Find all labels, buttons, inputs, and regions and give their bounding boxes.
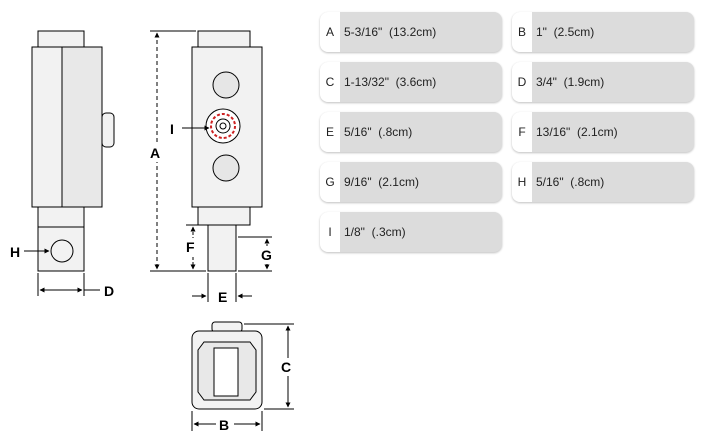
spec-card-e: E 5/16" (.8cm) — [320, 112, 502, 152]
label-f: F — [186, 239, 195, 255]
spec-letter: E — [320, 112, 340, 152]
spec-value: 13/16" (2.1cm) — [536, 125, 618, 139]
label-a: A — [150, 145, 160, 161]
side-view — [31, 30, 115, 272]
spec-letter: G — [320, 162, 340, 202]
dim-e: E — [192, 273, 252, 305]
spec-card-b: B 1" (2.5cm) — [512, 12, 694, 52]
side-view-knob — [101, 112, 115, 148]
spec-value: 3/4" (1.9cm) — [536, 75, 605, 89]
label-h: H — [10, 244, 20, 260]
side-view-port — [50, 239, 74, 263]
label-e: E — [218, 289, 227, 305]
spec-grid: A 5-3/16" (13.2cm) B 1" (2.5cm) C 1-13/3… — [320, 12, 694, 252]
spec-value: 9/16" (2.1cm) — [344, 175, 419, 189]
spec-letter: C — [320, 62, 340, 102]
front-view-collar — [197, 206, 251, 226]
spec-card-c: C 1-13/32" (3.6cm) — [320, 62, 502, 102]
dim-g: G — [238, 236, 274, 272]
spec-letter: A — [320, 12, 340, 52]
front-view-lower-hole — [212, 154, 240, 182]
dim-b: B — [191, 411, 263, 434]
dim-a: A — [149, 30, 206, 272]
bottom-view-center-bar — [213, 347, 239, 397]
front-view — [191, 30, 263, 272]
spec-letter: F — [512, 112, 532, 152]
spec-card-i: I 1/8" (.3cm) — [320, 212, 502, 252]
side-view-top-cap — [37, 30, 85, 48]
spec-letter: I — [320, 212, 340, 252]
spec-letter: H — [512, 162, 532, 202]
dim-d: D — [37, 273, 114, 299]
side-view-panel — [61, 46, 103, 208]
label-g: G — [261, 247, 272, 263]
spec-value: 1/8" (.3cm) — [344, 225, 406, 239]
spec-letter: B — [512, 12, 532, 52]
front-view-upper-hole — [212, 71, 240, 99]
spec-card-d: D 3/4" (1.9cm) — [512, 62, 694, 102]
dim-c: C — [244, 323, 296, 410]
spec-card-a: A 5-3/16" (13.2cm) — [320, 12, 502, 52]
technical-drawing: D H I A F — [10, 30, 296, 434]
gauge-ring — [210, 113, 236, 139]
label-d: D — [104, 283, 114, 299]
spec-card-g: G 9/16" (2.1cm) — [320, 162, 502, 202]
spec-value: 1" (2.5cm) — [536, 25, 595, 39]
dim-i: I — [170, 121, 210, 137]
front-view-stem — [207, 224, 237, 272]
label-c: C — [281, 359, 291, 375]
bottom-view — [191, 321, 263, 410]
label-i: I — [170, 121, 174, 137]
spec-value: 5/16" (.8cm) — [536, 175, 605, 189]
spec-value: 5/16" (.8cm) — [344, 125, 413, 139]
spec-card-f: F 13/16" (2.1cm) — [512, 112, 694, 152]
gauge-center — [219, 122, 227, 130]
spec-value: 1-13/32" (3.6cm) — [344, 75, 437, 89]
side-view-collar — [37, 206, 85, 228]
spec-value: 5-3/16" (13.2cm) — [344, 25, 437, 39]
dim-h: H — [10, 244, 50, 260]
spec-card-h: H 5/16" (.8cm) — [512, 162, 694, 202]
spec-letter: D — [512, 62, 532, 102]
front-view-top-cap — [197, 30, 251, 48]
dim-f: F — [186, 224, 206, 270]
label-b: B — [219, 417, 229, 433]
